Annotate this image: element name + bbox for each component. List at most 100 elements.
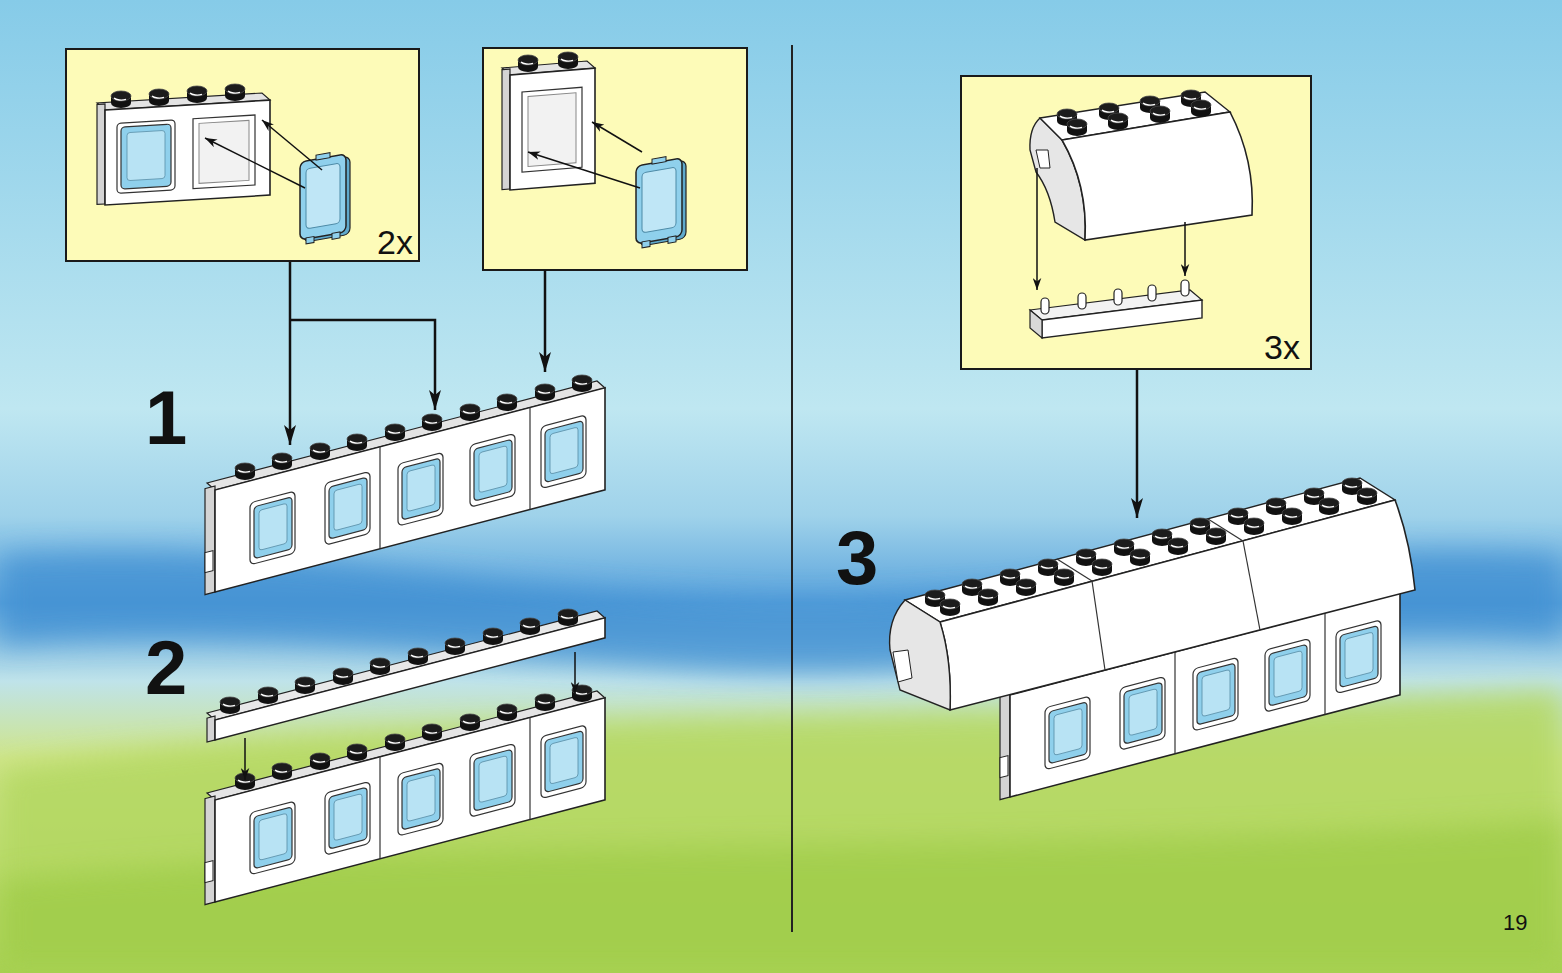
roof-assembly bbox=[940, 500, 1415, 710]
window-frame-part bbox=[558, 52, 578, 69]
insert-arrow bbox=[262, 120, 322, 170]
long-plate-part bbox=[207, 614, 605, 742]
hinge-plate-part bbox=[1041, 298, 1049, 314]
flow-arrow bbox=[289, 262, 292, 445]
step-number: 2 bbox=[145, 630, 187, 706]
insert-arrow bbox=[528, 152, 640, 188]
flow-arrow bbox=[544, 270, 547, 372]
window-wall-assembly bbox=[1000, 586, 1400, 800]
callout-box bbox=[483, 48, 747, 270]
window-wall-assembly bbox=[205, 381, 605, 595]
window-frame-part bbox=[117, 120, 175, 193]
long-plate-part bbox=[370, 658, 390, 675]
window-frame-part bbox=[149, 89, 169, 106]
roof-assembly bbox=[1168, 538, 1188, 555]
long-plate-part bbox=[558, 609, 578, 626]
roof-assembly bbox=[1228, 508, 1248, 525]
slope-brick-part bbox=[1030, 118, 1085, 240]
slope-brick-part bbox=[1040, 92, 1230, 140]
roof-assembly bbox=[1244, 518, 1264, 535]
flow-arrow bbox=[1136, 370, 1139, 518]
roof-assembly bbox=[1190, 518, 1210, 535]
roof-assembly bbox=[905, 478, 1395, 622]
window-wall-assembly bbox=[235, 685, 592, 790]
window-frame-part bbox=[510, 68, 595, 190]
slope-brick-part bbox=[1150, 106, 1170, 123]
flow-arrow bbox=[290, 320, 435, 410]
long-plate-part bbox=[483, 628, 503, 645]
insert-arrow bbox=[592, 122, 642, 152]
quantity-label: 3x bbox=[1264, 330, 1300, 364]
hinge-plate-part bbox=[1181, 280, 1189, 296]
roof-assembly bbox=[1342, 478, 1362, 495]
window-frame-part bbox=[225, 84, 245, 101]
hinge-plate-part bbox=[1042, 300, 1202, 338]
window-frame-part bbox=[127, 130, 165, 180]
window-wall-assembly bbox=[205, 375, 605, 595]
slope-brick-part bbox=[1036, 150, 1050, 168]
window-frame-part bbox=[97, 93, 270, 110]
roof-assembly bbox=[1057, 559, 1092, 581]
roof-assembly bbox=[1282, 508, 1302, 525]
slope-brick-part bbox=[1108, 113, 1128, 130]
hinge-plate-part bbox=[1078, 293, 1086, 309]
long-plate-part bbox=[207, 716, 215, 742]
window-frame-part bbox=[97, 84, 270, 205]
window-wall-assembly bbox=[1000, 586, 1400, 800]
roof-assembly bbox=[1357, 488, 1377, 505]
window-frame-part bbox=[111, 91, 131, 108]
window-frame-part bbox=[502, 62, 595, 190]
window-frame-part bbox=[193, 115, 255, 189]
window-pane-part bbox=[300, 149, 350, 245]
long-plate-part bbox=[258, 687, 278, 704]
slope-brick-part bbox=[1057, 109, 1077, 126]
page-number: 19 bbox=[1503, 912, 1527, 934]
attach-arrow bbox=[1184, 222, 1186, 276]
window-frame-part bbox=[502, 52, 595, 191]
window-frame-part bbox=[97, 94, 270, 205]
roof-assembly bbox=[1092, 559, 1112, 576]
long-plate-part bbox=[333, 668, 353, 685]
roof-assembly bbox=[1206, 528, 1226, 545]
attach-arrow bbox=[1036, 168, 1038, 290]
roof-assembly bbox=[1000, 569, 1020, 586]
window-wall-assembly bbox=[205, 691, 605, 905]
window-frame-part bbox=[528, 93, 576, 167]
roof-assembly bbox=[1092, 581, 1105, 670]
step-number: 3 bbox=[836, 520, 878, 596]
callout-box: 2x bbox=[65, 48, 420, 262]
slope-brick-part bbox=[1181, 90, 1201, 107]
roof-assembly bbox=[890, 600, 951, 710]
roof-assembly bbox=[1114, 539, 1134, 556]
long-plate-part bbox=[215, 618, 605, 740]
roof-assembly bbox=[1319, 498, 1339, 515]
insert-arrow bbox=[205, 138, 305, 188]
roof-assembly bbox=[925, 590, 945, 607]
roof-assembly bbox=[978, 589, 998, 606]
window-wall-assembly bbox=[235, 375, 592, 480]
slope-brick-part bbox=[1140, 96, 1160, 113]
roof-assembly bbox=[962, 579, 982, 596]
hinge-plate-part bbox=[1030, 290, 1202, 320]
hinge-plate-part bbox=[1030, 280, 1202, 338]
roof-assembly bbox=[1054, 569, 1074, 586]
long-plate-part bbox=[520, 618, 540, 635]
roof-assembly bbox=[1304, 488, 1324, 505]
roof-assembly bbox=[893, 650, 912, 682]
long-plate-part bbox=[295, 677, 315, 694]
step-number: 1 bbox=[145, 380, 187, 456]
long-plate-part bbox=[445, 638, 465, 655]
window-pane-part bbox=[300, 149, 350, 245]
window-frame-part bbox=[199, 120, 249, 183]
sky-background bbox=[0, 690, 1562, 973]
quantity-label: 2x bbox=[377, 225, 413, 259]
window-frame-part bbox=[121, 124, 171, 189]
roof-assembly bbox=[1076, 549, 1096, 566]
slope-brick-part bbox=[1030, 90, 1252, 240]
roof-assembly bbox=[1016, 579, 1036, 596]
window-pane-part bbox=[636, 153, 686, 249]
sky-background bbox=[0, 551, 1562, 673]
hinge-plate-part bbox=[1114, 289, 1122, 305]
long-plate-part bbox=[207, 611, 605, 720]
